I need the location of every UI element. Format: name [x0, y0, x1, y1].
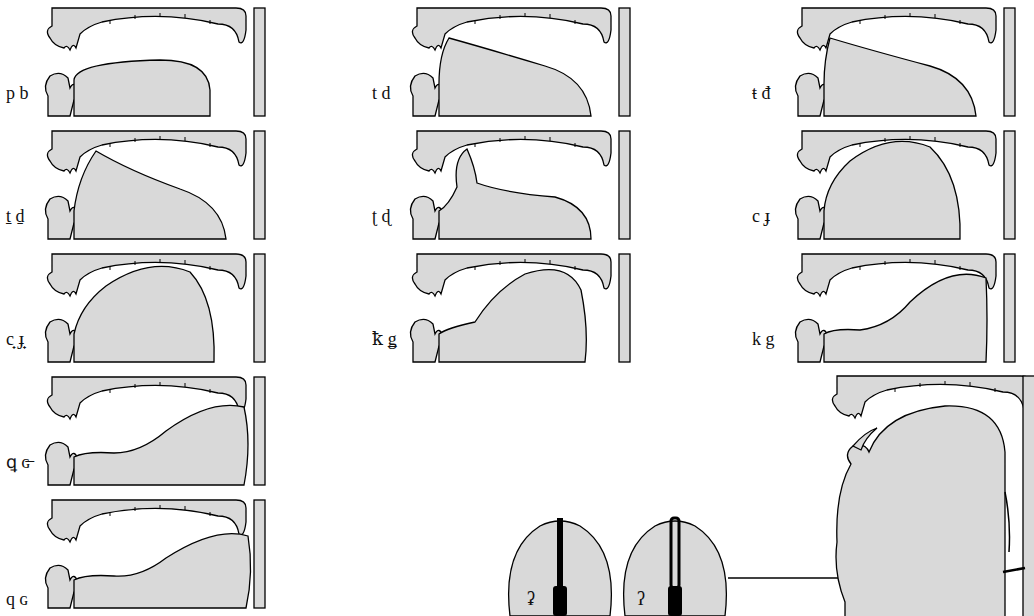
ipa-label: ʈ ɖ — [372, 207, 391, 225]
ipa-label: ꝁ ǥ — [372, 330, 397, 348]
ipa-label: q ɢ — [6, 590, 28, 608]
ipa-label: c ɟ — [752, 207, 770, 225]
ipa-label: p b — [6, 84, 29, 102]
glottal-symbol: ʡ — [527, 590, 535, 608]
ipa-label: c̟ ɟ̟ — [6, 330, 24, 348]
ipa-label: ṯ ḏ — [6, 207, 25, 225]
ipa-label: k g — [752, 330, 775, 348]
ipa-label: t d — [372, 84, 391, 102]
glottal-symbol: ʔ — [637, 590, 645, 608]
ipa-label: ŧ đ — [752, 84, 771, 102]
ipa-label: ꝗ ɢ̶ — [6, 453, 30, 471]
